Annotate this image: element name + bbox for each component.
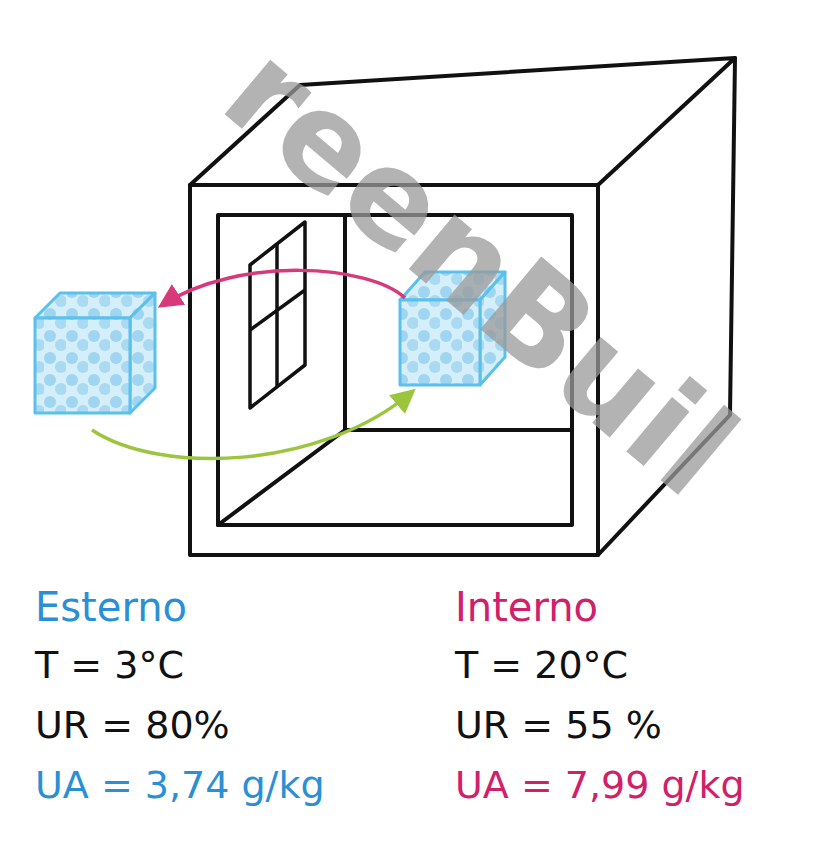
temperature-value: T = 3°C: [35, 645, 184, 687]
heading: Esterno: [35, 585, 187, 629]
absolute-humidity-value: UA = 7,99 g/kg: [455, 765, 745, 807]
inflow-arrow: [92, 392, 412, 459]
humidity-value: UR = 80%: [35, 705, 230, 747]
window: [250, 222, 305, 408]
humidity-value: UR = 55 %: [455, 705, 662, 747]
air-parcel-outside: [35, 293, 155, 413]
outflow-arrow: [162, 270, 405, 305]
heading: Interno: [455, 585, 598, 629]
temperature-value: T = 20°C: [455, 645, 628, 687]
absolute-humidity-value: UA = 3,74 g/kg: [35, 765, 325, 807]
